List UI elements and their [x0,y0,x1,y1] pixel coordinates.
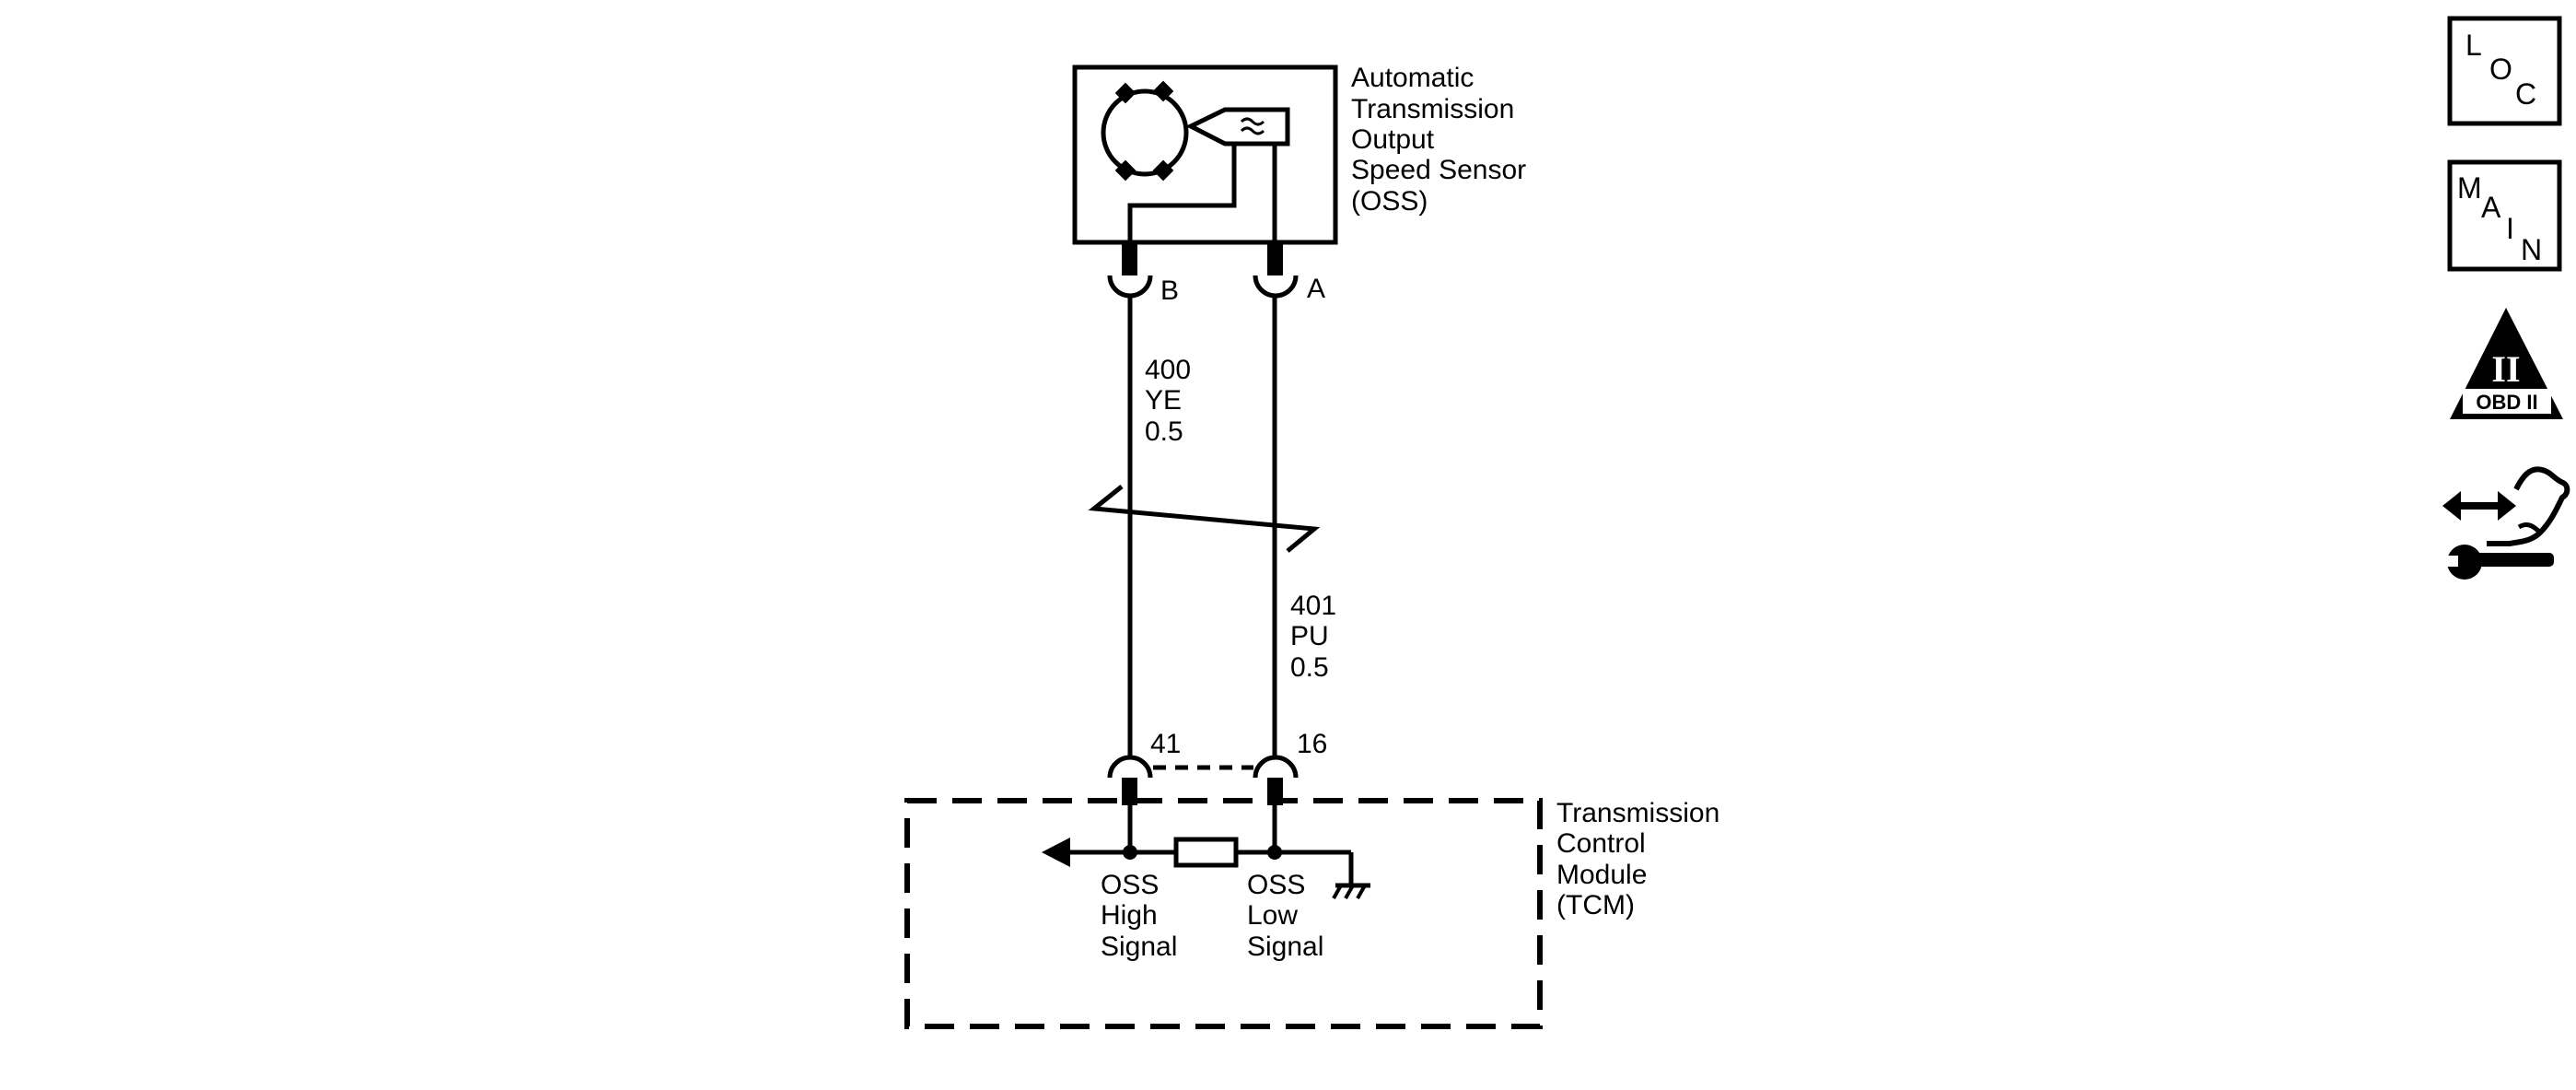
resistor-icon [1173,837,1239,868]
loc-letter-l: L [2465,29,2482,62]
wire-401-color: PU [1290,621,1329,651]
tcm-connector: 41 16 [1107,729,1327,805]
tone-wheel-icon [1101,80,1189,182]
oss-high-signal-line-2: High [1101,900,1158,931]
transmission-control-module: OSS High Signal OSS Low Signal Transmiss… [904,798,1719,1029]
connector-cup-41 [1107,755,1153,779]
oss-high-signal-line-1: OSS [1101,870,1159,900]
pin-label-41: 41 [1150,729,1181,759]
pin-label-16: 16 [1297,729,1327,759]
oss-low-signal-line-3: Signal [1247,932,1323,962]
main-button[interactable]: M A I N [2447,159,2562,272]
loc-button[interactable]: L O C [2447,16,2562,126]
diagnostic-hand-wrench-icon [2442,466,2570,580]
diagnostic-button[interactable] [2442,466,2570,580]
wire-400-circuit: 400 [1145,355,1191,385]
sensor-name-line-1: Automatic [1351,63,1474,93]
loc-letter-o: O [2489,53,2512,86]
tcm-name-line-2: Control [1556,828,1646,859]
wire-401-circuit: 401 [1290,591,1336,621]
loc-letter-c: C [2515,77,2536,111]
connector-cup-a [1253,275,1299,299]
main-letter-a: A [2481,191,2501,224]
sensor-connector: B A [1107,242,1325,306]
wire-400-color: YE [1145,385,1182,416]
output-speed-sensor: Automatic Transmission Output Speed Sens… [1072,63,1526,247]
oss-low-signal-line-1: OSS [1247,870,1305,900]
main-letter-i: I [2506,212,2514,245]
sensor-name-line-4: Speed Sensor [1351,155,1526,185]
wire-400-gauge: 0.5 [1145,416,1183,447]
pickup-coil-icon [1127,107,1290,247]
terminal-a [1267,242,1283,275]
main-letter-m: M [2457,171,2482,205]
obd-roman-numeral: II [2491,348,2520,390]
terminal-b [1122,242,1137,275]
wire-401-gauge: 0.5 [1290,652,1329,683]
tcm-name-line-3: Module [1556,860,1647,890]
main-letter-n: N [2521,233,2542,266]
sensor-name-line-5: (OSS) [1351,186,1428,217]
oss-high-signal-line-3: Signal [1101,932,1177,962]
tcm-name-line-1: Transmission [1556,798,1719,828]
connector-cup-16 [1253,755,1299,779]
tcm-name-line-4: (TCM) [1556,890,1635,920]
sensor-name-line-3: Output [1351,124,1435,155]
connector-cup-b [1107,275,1153,299]
pin-label-b: B [1160,275,1179,306]
obd-label: OBD II [2476,391,2537,414]
break-symbol [1088,485,1321,553]
obd-ii-button[interactable]: II OBD II [2450,308,2563,419]
tcm-dashed-box [904,798,1543,1029]
sensor-box [1072,64,1338,245]
main-index-icon [2447,159,2562,272]
location-icon [2447,16,2562,126]
pin-label-a: A [1307,274,1325,304]
oss-low-signal-line-2: Low [1247,900,1298,931]
signal-arrow-icon [1042,838,1070,867]
sensor-name-line-2: Transmission [1351,94,1514,124]
ground-icon [1332,852,1370,899]
